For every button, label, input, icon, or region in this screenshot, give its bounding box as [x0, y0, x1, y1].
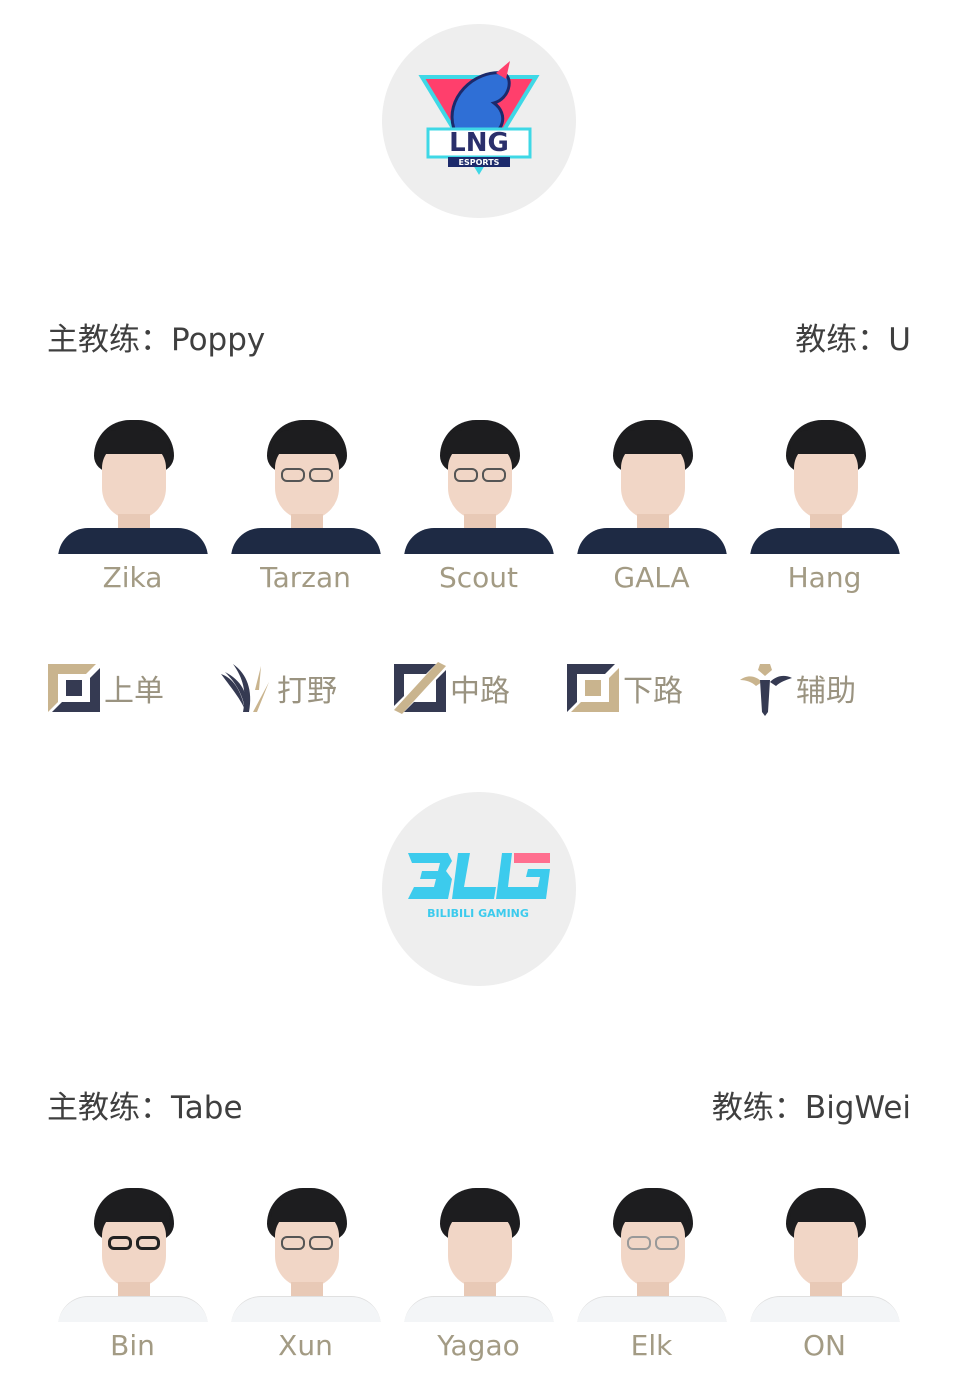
- player-name: Hang: [787, 561, 862, 594]
- player-name: Zika: [102, 561, 163, 594]
- role-label: 辅助: [796, 674, 856, 709]
- blg-team-logo: BILIBILI GAMING: [382, 792, 576, 986]
- player-name: Elk: [630, 1329, 673, 1362]
- player-name: Bin: [110, 1329, 155, 1362]
- head-coach-label: 主教练：: [47, 1089, 171, 1126]
- player-card[interactable]: GALA: [565, 416, 738, 596]
- player-name: ON: [803, 1329, 846, 1362]
- role-label: 中路: [450, 674, 510, 709]
- player-name: Tarzan: [260, 561, 351, 594]
- role-label: 上单: [104, 674, 164, 709]
- player-card[interactable]: Yagao: [392, 1184, 565, 1364]
- player-card[interactable]: Bin: [46, 1184, 219, 1364]
- player-photo: [403, 1184, 554, 1322]
- player-card[interactable]: Tarzan: [219, 416, 392, 596]
- blg-coach: 教练：BigWei: [712, 1082, 911, 1127]
- player-photo: [230, 1184, 381, 1322]
- role-jungle: 打野: [219, 660, 392, 716]
- player-photo: [57, 416, 208, 554]
- mid-lane-icon: [394, 662, 446, 714]
- player-name: Scout: [438, 561, 519, 594]
- player-photo: [57, 1184, 208, 1322]
- role-top: 上单: [46, 660, 219, 716]
- coach-name: BigWei: [804, 1089, 911, 1126]
- blg-coach-row: 主教练：Tabe 教练：BigWei: [47, 1082, 911, 1126]
- top-lane-icon: [48, 664, 100, 712]
- blg-logo-icon: BILIBILI GAMING: [408, 853, 550, 920]
- player-photo: [749, 416, 900, 554]
- player-photo: [576, 1184, 727, 1322]
- jungle-icon: [221, 664, 269, 712]
- player-card[interactable]: Elk: [565, 1184, 738, 1364]
- bot-lane-icon: [567, 664, 619, 712]
- svg-text:BILIBILI GAMING: BILIBILI GAMING: [427, 907, 529, 920]
- support-icon: [740, 664, 792, 716]
- coach-label: 教练：: [795, 321, 889, 358]
- role-label: 下路: [623, 674, 683, 709]
- role-mid: 中路: [392, 660, 565, 716]
- role-bot: 下路: [565, 660, 738, 716]
- lng-dragon-icon: LNG ESPORTS: [418, 60, 540, 175]
- head-coach-name: Tabe: [171, 1089, 243, 1126]
- player-name: Yagao: [437, 1329, 520, 1362]
- player-card[interactable]: Xun: [219, 1184, 392, 1364]
- player-card[interactable]: Hang: [738, 416, 911, 596]
- svg-text:LNG: LNG: [449, 128, 509, 158]
- player-photo: [403, 416, 554, 554]
- player-photo: [749, 1184, 900, 1322]
- player-card[interactable]: Scout: [392, 416, 565, 596]
- coach-name: U: [888, 321, 911, 358]
- head-coach-name: Poppy: [171, 321, 266, 358]
- role-legend: 上单 打野 中路 下路 辅助: [46, 660, 926, 716]
- role-label: 打野: [277, 674, 337, 709]
- player-card[interactable]: Zika: [46, 416, 219, 596]
- coach-label: 教练：: [711, 1089, 805, 1126]
- lng-coach-row: 主教练：Poppy 教练：U: [47, 314, 911, 358]
- lng-player-list: Zika Tarzan Scout GALA Hang: [46, 416, 926, 596]
- player-name: Xun: [278, 1329, 333, 1362]
- svg-text:ESPORTS: ESPORTS: [459, 158, 500, 167]
- player-name: GALA: [613, 561, 690, 594]
- blg-player-list: Bin Xun Yagao Elk ON: [46, 1184, 926, 1364]
- head-coach-label: 主教练：: [47, 321, 171, 358]
- lng-head-coach: 主教练：Poppy: [47, 314, 265, 359]
- lng-team-logo: LNG ESPORTS: [382, 24, 576, 218]
- role-support: 辅助: [738, 660, 911, 716]
- player-photo: [230, 416, 381, 554]
- player-card[interactable]: ON: [738, 1184, 911, 1364]
- player-photo: [576, 416, 727, 554]
- lng-coach: 教练：U: [795, 314, 911, 359]
- blg-head-coach: 主教练：Tabe: [47, 1082, 243, 1127]
